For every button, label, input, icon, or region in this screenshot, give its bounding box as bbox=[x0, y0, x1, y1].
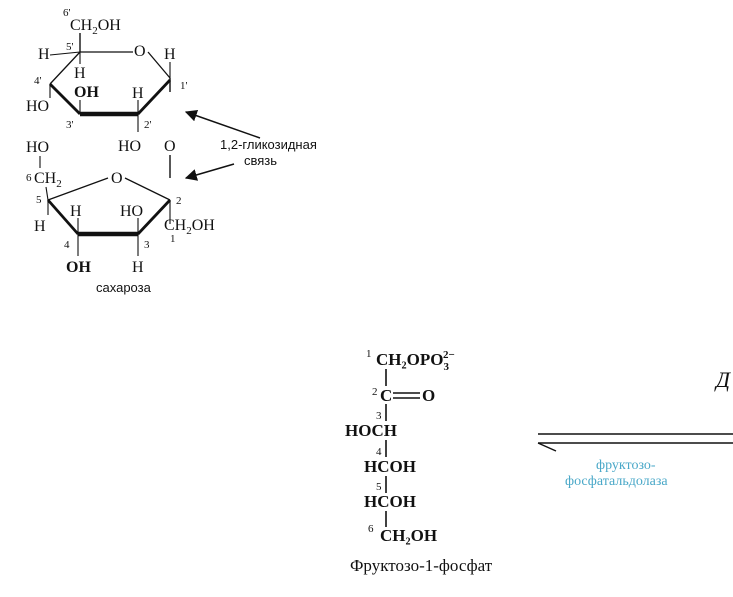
equilibrium-arrows bbox=[537, 433, 733, 452]
glucose-ring-oxygen: O bbox=[134, 43, 146, 60]
glucose-c4-ho: HO bbox=[26, 98, 49, 115]
glycosidic-bond-annotation: 1,2-гликозидная связь bbox=[184, 109, 317, 181]
sucrose-name: сахароза bbox=[96, 280, 152, 295]
fructose-c4-number: 4 bbox=[64, 239, 70, 251]
fructose-ho-top: HO bbox=[26, 139, 49, 156]
reverse-arrow-head bbox=[537, 442, 557, 452]
f1p-c4-group: HCOH bbox=[364, 457, 416, 476]
truncated-product-glyph: Д bbox=[714, 367, 731, 392]
enzyme-name-line2: фосфатальдолаза bbox=[565, 474, 668, 489]
glucose-c4-number: 4' bbox=[34, 75, 42, 87]
bond-arrow-upper bbox=[184, 109, 261, 139]
fructose-bond-c5-o bbox=[47, 177, 109, 201]
fructose-c4-oh: OH bbox=[66, 259, 91, 276]
f1p-c4-number: 4 bbox=[376, 446, 382, 458]
f1p-c2-number: 2 bbox=[372, 386, 378, 398]
fructose-c1-number: 1 bbox=[170, 233, 176, 245]
glucose-c2-h: H bbox=[132, 85, 144, 102]
fructose-ring-structure: HO 6 CH2 O 5 H H 4 OH HO 3 H 2 1 CH2OH bbox=[26, 139, 215, 276]
f1p-name: Фруктозо-1-фосфат bbox=[350, 556, 493, 575]
f1p-c6-group: CH₂OH bbox=[380, 526, 437, 545]
glucose-c5-h-bond bbox=[49, 51, 81, 56]
f1p-c5-number: 5 bbox=[376, 481, 382, 493]
glucose-c5-number: 5' bbox=[66, 41, 74, 53]
fructose-bond-o-c2 bbox=[124, 177, 171, 201]
glucose-c3-number: 3' bbox=[66, 119, 74, 131]
glucose-ring-structure: 6' CH2OH O 5' H H H 1' 4' HO OH 3' H 2' … bbox=[26, 7, 188, 178]
glucose-c1-number: 1' bbox=[180, 80, 188, 92]
fructose-c2-number: 2 bbox=[176, 195, 182, 207]
fructose-c3-ho: HO bbox=[120, 203, 143, 220]
glucose-bond-c4-c3 bbox=[49, 83, 81, 115]
fructose-c3-number: 3 bbox=[144, 239, 150, 251]
f1p-c2-group: C bbox=[380, 386, 392, 405]
glucose-c5-h-left: H bbox=[38, 46, 50, 63]
glucose-c3-oh: OH bbox=[74, 84, 99, 101]
fructose-c5-h: H bbox=[34, 218, 46, 235]
fructose-c5-number: 5 bbox=[36, 194, 42, 206]
fructose-c6-group: CH2 bbox=[34, 170, 62, 190]
fructose-1-phosphate-structure: 1 CH₂OPO32− 2 C O 3 HOCH 4 HCOH 5 HCOH 6… bbox=[345, 348, 455, 545]
enzyme-name-line1: фруктозо- bbox=[596, 458, 656, 473]
f1p-c3-number: 3 bbox=[376, 410, 382, 422]
glucose-c2-number: 2' bbox=[144, 119, 152, 131]
fructose-bond-c5-c4 bbox=[46, 199, 80, 235]
glycosidic-oxygen: O bbox=[164, 138, 176, 155]
fructose-c1-group: CH2OH bbox=[164, 217, 215, 237]
glucose-c2-ho: HO bbox=[118, 138, 141, 155]
fructose-c4-h: H bbox=[70, 203, 82, 220]
glucose-c6-group: CH2OH bbox=[70, 17, 121, 37]
f1p-c2-oxygen: O bbox=[422, 386, 435, 405]
fructose-c6-bond bbox=[45, 186, 49, 201]
glucose-bond-c2-c1 bbox=[136, 79, 172, 115]
glycosidic-bond-label-2: связь bbox=[244, 153, 277, 168]
fructose-ring-oxygen: O bbox=[111, 170, 123, 187]
glucose-c5-h-down: H bbox=[74, 65, 86, 82]
f1p-c1-group: CH₂OPO32− bbox=[376, 349, 455, 373]
glucose-bond-o-c1 bbox=[147, 51, 171, 79]
glucose-c6-number: 6' bbox=[63, 7, 71, 19]
glucose-c1-h: H bbox=[164, 46, 176, 63]
glycosidic-bond-label: 1,2-гликозидная bbox=[220, 137, 317, 152]
bond-arrow-lower bbox=[184, 163, 235, 181]
f1p-c6-number: 6 bbox=[368, 523, 374, 535]
glucose-bond-c5-c4 bbox=[49, 51, 81, 85]
fructose-bond-c3-c2 bbox=[136, 199, 172, 235]
fructose-c3-h: H bbox=[132, 259, 144, 276]
f1p-c1-number: 1 bbox=[366, 348, 372, 360]
fructose-c6-number: 6 bbox=[26, 172, 32, 184]
f1p-c5-group: HCOH bbox=[364, 492, 416, 511]
f1p-c3-group: HOCH bbox=[345, 421, 397, 440]
